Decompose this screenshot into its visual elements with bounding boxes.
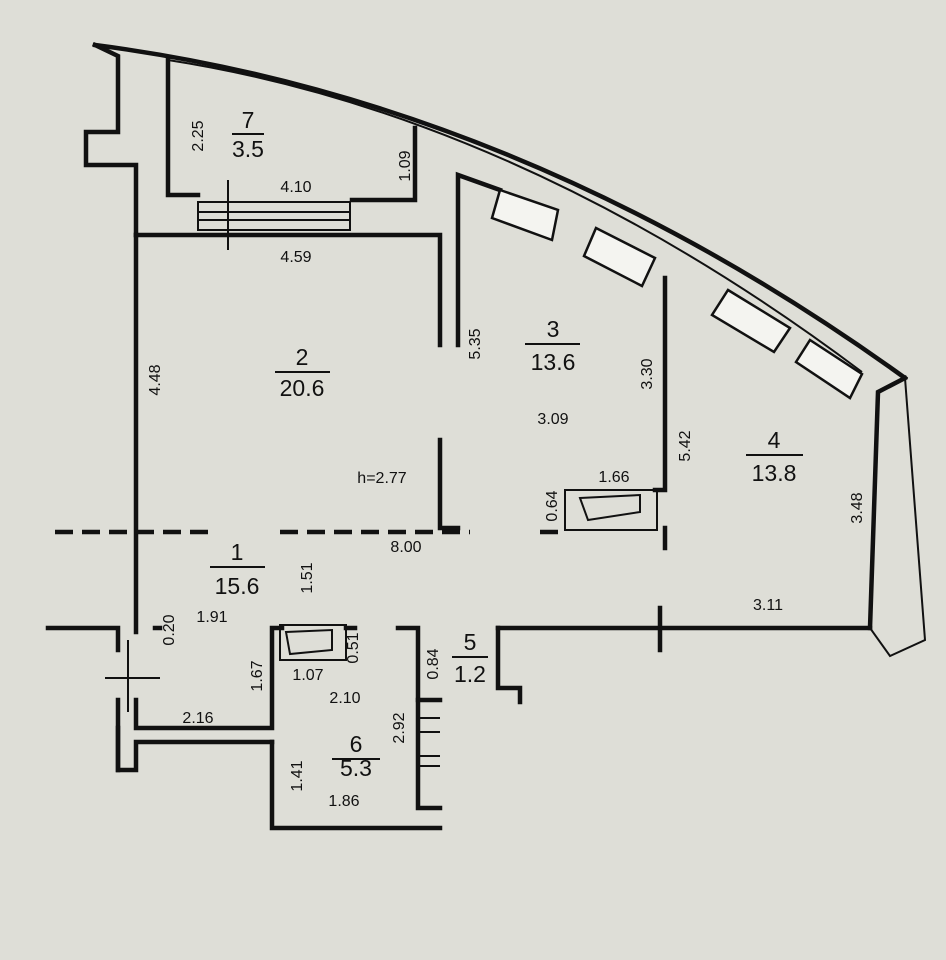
room5-number: 5 (464, 629, 477, 655)
room-labels: 7 3.5 2 20.6 3 13.6 4 13.8 1 15.6 5 1.2 … (210, 107, 803, 781)
room6-area: 5.3 (340, 755, 372, 781)
wall-room3-left (455, 171, 503, 348)
dim-5-42: 5.42 (677, 430, 694, 461)
room3-number: 3 (547, 316, 560, 342)
ceiling-height: h=2.77 (357, 470, 406, 487)
dim-4-59: 4.59 (280, 249, 311, 266)
dim-1-67: 1.67 (249, 660, 266, 691)
room6-number: 6 (350, 731, 363, 757)
room1-number: 1 (231, 539, 244, 565)
dim-1-91: 1.91 (196, 609, 227, 626)
dim-2-25: 2.25 (190, 120, 207, 151)
window-1 (490, 188, 560, 242)
wall-room5-right (495, 625, 523, 705)
room5-area: 1.2 (454, 661, 486, 687)
wall-facade-outer (92, 42, 909, 382)
dim-1-09: 1.09 (397, 150, 414, 181)
dim-2-92: 2.92 (391, 712, 408, 743)
dim-3-48: 3.48 (849, 492, 866, 523)
room2-area: 20.6 (280, 375, 325, 401)
dim-1-66: 1.66 (598, 469, 629, 486)
dim-5-35: 5.35 (467, 328, 484, 359)
room2-number: 2 (296, 344, 309, 370)
dim-1-41: 1.41 (289, 760, 306, 791)
dimension-labels: 2.25 4.10 1.09 4.59 4.48 5.35 3.30 3.09 … (147, 120, 866, 810)
dim-0-51: 0.51 (345, 632, 362, 663)
dim-0-84: 0.84 (425, 648, 442, 679)
wall-hall-left-top (45, 625, 121, 653)
dim-8-00: 8.00 (390, 539, 421, 556)
wall-room7-right (349, 125, 418, 203)
wall-room7-left (165, 57, 201, 198)
dim-4-48: 4.48 (147, 364, 164, 395)
window-2 (582, 226, 657, 288)
wall-room2-top (133, 232, 443, 348)
room3-area: 13.6 (531, 349, 576, 375)
room1-area: 15.6 (215, 573, 260, 599)
dim-0-20: 0.20 (161, 614, 178, 645)
facade-windows (490, 188, 864, 400)
wall-partition-3-4-top (652, 275, 668, 493)
wall-balcony-left (83, 41, 139, 238)
wall-partition-2-3 (437, 437, 461, 531)
dim-2-10: 2.10 (329, 690, 360, 707)
dim-1-07: 1.07 (292, 667, 323, 684)
window-3 (710, 288, 792, 354)
room4-number: 4 (768, 427, 781, 453)
dim-4-10: 4.10 (280, 179, 311, 196)
wall-room5-left (395, 625, 443, 703)
balcony-door-frame (197, 201, 351, 231)
dim-0-64: 0.64 (544, 490, 561, 521)
wall-hall-bottom (133, 625, 285, 731)
dim-3-09: 3.09 (537, 411, 568, 428)
room7-area: 3.5 (232, 136, 264, 162)
wall-right-pier (868, 377, 927, 658)
room4-area: 13.8 (752, 460, 797, 486)
bath-fixture (279, 624, 347, 661)
dim-3-11: 3.11 (753, 597, 783, 614)
window-4 (794, 338, 864, 400)
dim-1-86: 1.86 (328, 793, 359, 810)
dim-2-16: 2.16 (182, 710, 213, 727)
dim-1-51: 1.51 (299, 562, 316, 593)
dim-3-30: 3.30 (639, 358, 656, 389)
wall-facade-inner (167, 59, 863, 373)
fixtures (279, 489, 658, 661)
walls (45, 41, 927, 831)
wall-room6-outer (269, 739, 443, 831)
wall-room6-right (415, 697, 443, 811)
room7-number: 7 (242, 107, 255, 133)
kitchen-sink (564, 489, 658, 531)
